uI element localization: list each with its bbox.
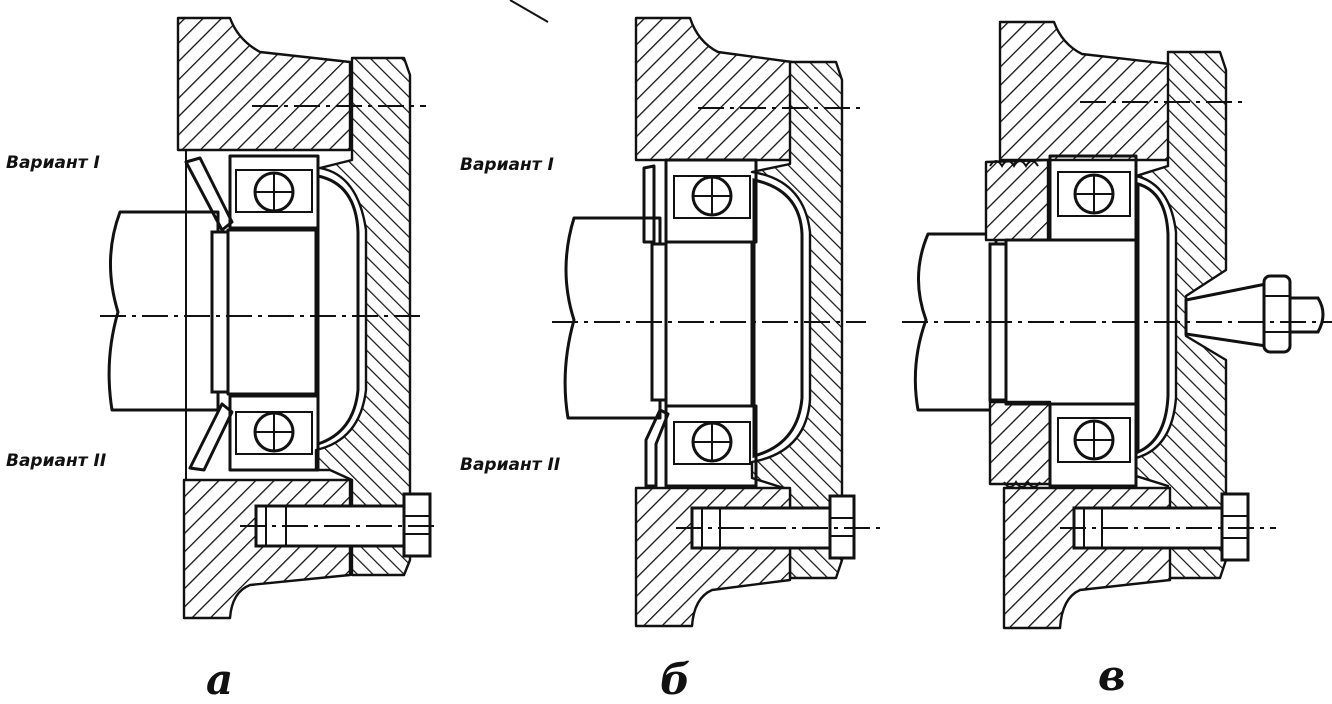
seal-variant-1: [642, 164, 656, 244]
housing-upper: [634, 16, 794, 162]
labyrinth-ring-bottom: [988, 400, 1052, 486]
panel-a: Вариант I Вариант II а: [6, 16, 440, 704]
bore: [226, 228, 318, 396]
sleeve: [210, 230, 230, 394]
shaft: [913, 232, 998, 412]
housing-lower: [182, 478, 352, 620]
bearing-top: [228, 154, 320, 230]
seal-variant-2: [644, 408, 670, 488]
grease-fitting: [1184, 282, 1268, 348]
variant-bottom-label: Вариант II: [460, 455, 560, 475]
seal-variant-1: [184, 156, 234, 232]
labyrinth-ring-top: [984, 158, 1050, 242]
housing-upper: [176, 16, 352, 152]
cover-recess: [752, 178, 804, 458]
cover: [1134, 50, 1228, 580]
bearing-bottom: [228, 394, 320, 472]
panel-caption: а: [206, 655, 233, 704]
cover: [314, 56, 412, 577]
cover-recess: [316, 174, 360, 447]
panel-caption: в: [1098, 651, 1126, 700]
panel-b: Вариант I Вариант II б: [460, 16, 880, 704]
scan-mark: [509, 0, 549, 23]
shaft: [563, 216, 662, 420]
variant-bottom-label: Вариант II: [6, 451, 106, 471]
panel-c: в: [902, 20, 1332, 700]
bore: [664, 240, 754, 408]
panel-caption: б: [660, 655, 690, 704]
variant-top-label: Вариант I: [460, 155, 554, 175]
seal-variant-2: [188, 402, 234, 472]
grease-fitting-nut: [1262, 274, 1292, 354]
shaft: [107, 210, 220, 412]
variant-top-label: Вариант I: [6, 153, 100, 173]
cover-recess: [1136, 182, 1170, 455]
housing-upper: [998, 20, 1172, 162]
